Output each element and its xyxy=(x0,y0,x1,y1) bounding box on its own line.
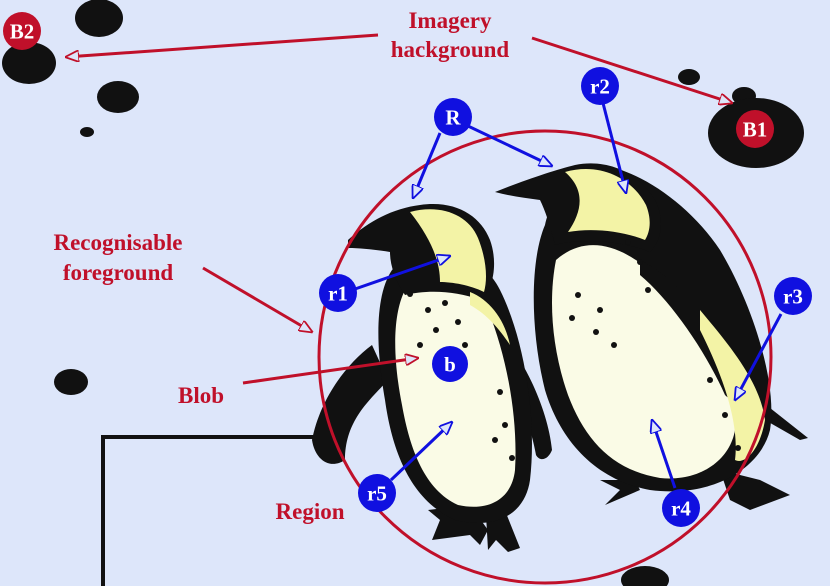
badge-r5-text: r5 xyxy=(367,482,387,506)
imagery-label-line1: Imagery xyxy=(408,8,492,33)
arrow-to-b1 xyxy=(531,36,732,103)
badge-r2-text: r2 xyxy=(590,75,610,99)
red-arrows xyxy=(66,33,732,385)
badge-b: b xyxy=(432,346,468,382)
right-penguin xyxy=(495,163,808,510)
arrow-R-right xyxy=(467,124,552,166)
badge-R: R xyxy=(434,98,472,136)
badge-r4: r4 xyxy=(662,489,700,527)
arrow-r3 xyxy=(735,313,783,400)
arrow-R-left xyxy=(413,132,442,198)
arrow-r5 xyxy=(389,422,452,482)
badge-r1-text: r1 xyxy=(328,282,348,306)
badge-b1: B1 xyxy=(736,110,774,148)
recognisable-label-line2: foreground xyxy=(63,260,174,285)
arrow-to-foreground xyxy=(202,266,312,332)
badge-r5: r5 xyxy=(358,474,396,512)
badge-b2: B2 xyxy=(3,12,41,50)
badge-r2: r2 xyxy=(581,67,619,105)
arrow-r1 xyxy=(354,256,450,291)
imagery-label-line2: hackground xyxy=(391,37,510,62)
arrow-r4 xyxy=(652,420,677,489)
arrow-r2 xyxy=(601,102,626,193)
badge-R-text: R xyxy=(445,106,461,130)
badge-r1: r1 xyxy=(319,274,357,312)
badge-r3: r3 xyxy=(774,277,812,315)
region-label: Region xyxy=(276,499,345,524)
arrow-to-blob xyxy=(242,358,418,385)
blue-arrows xyxy=(354,102,783,489)
frame-lines xyxy=(101,435,320,586)
blob-label: Blob xyxy=(178,383,224,408)
badge-b-text: b xyxy=(444,353,456,377)
badge-b2-text: B2 xyxy=(10,20,35,44)
foreground-circle xyxy=(317,129,773,585)
badge-b1-text: B1 xyxy=(743,118,768,142)
badge-r4-text: r4 xyxy=(671,497,691,521)
arrow-to-b2 xyxy=(66,33,379,57)
badge-r3-text: r3 xyxy=(783,285,803,309)
recognisable-label-line1: Recognisable xyxy=(53,230,182,255)
